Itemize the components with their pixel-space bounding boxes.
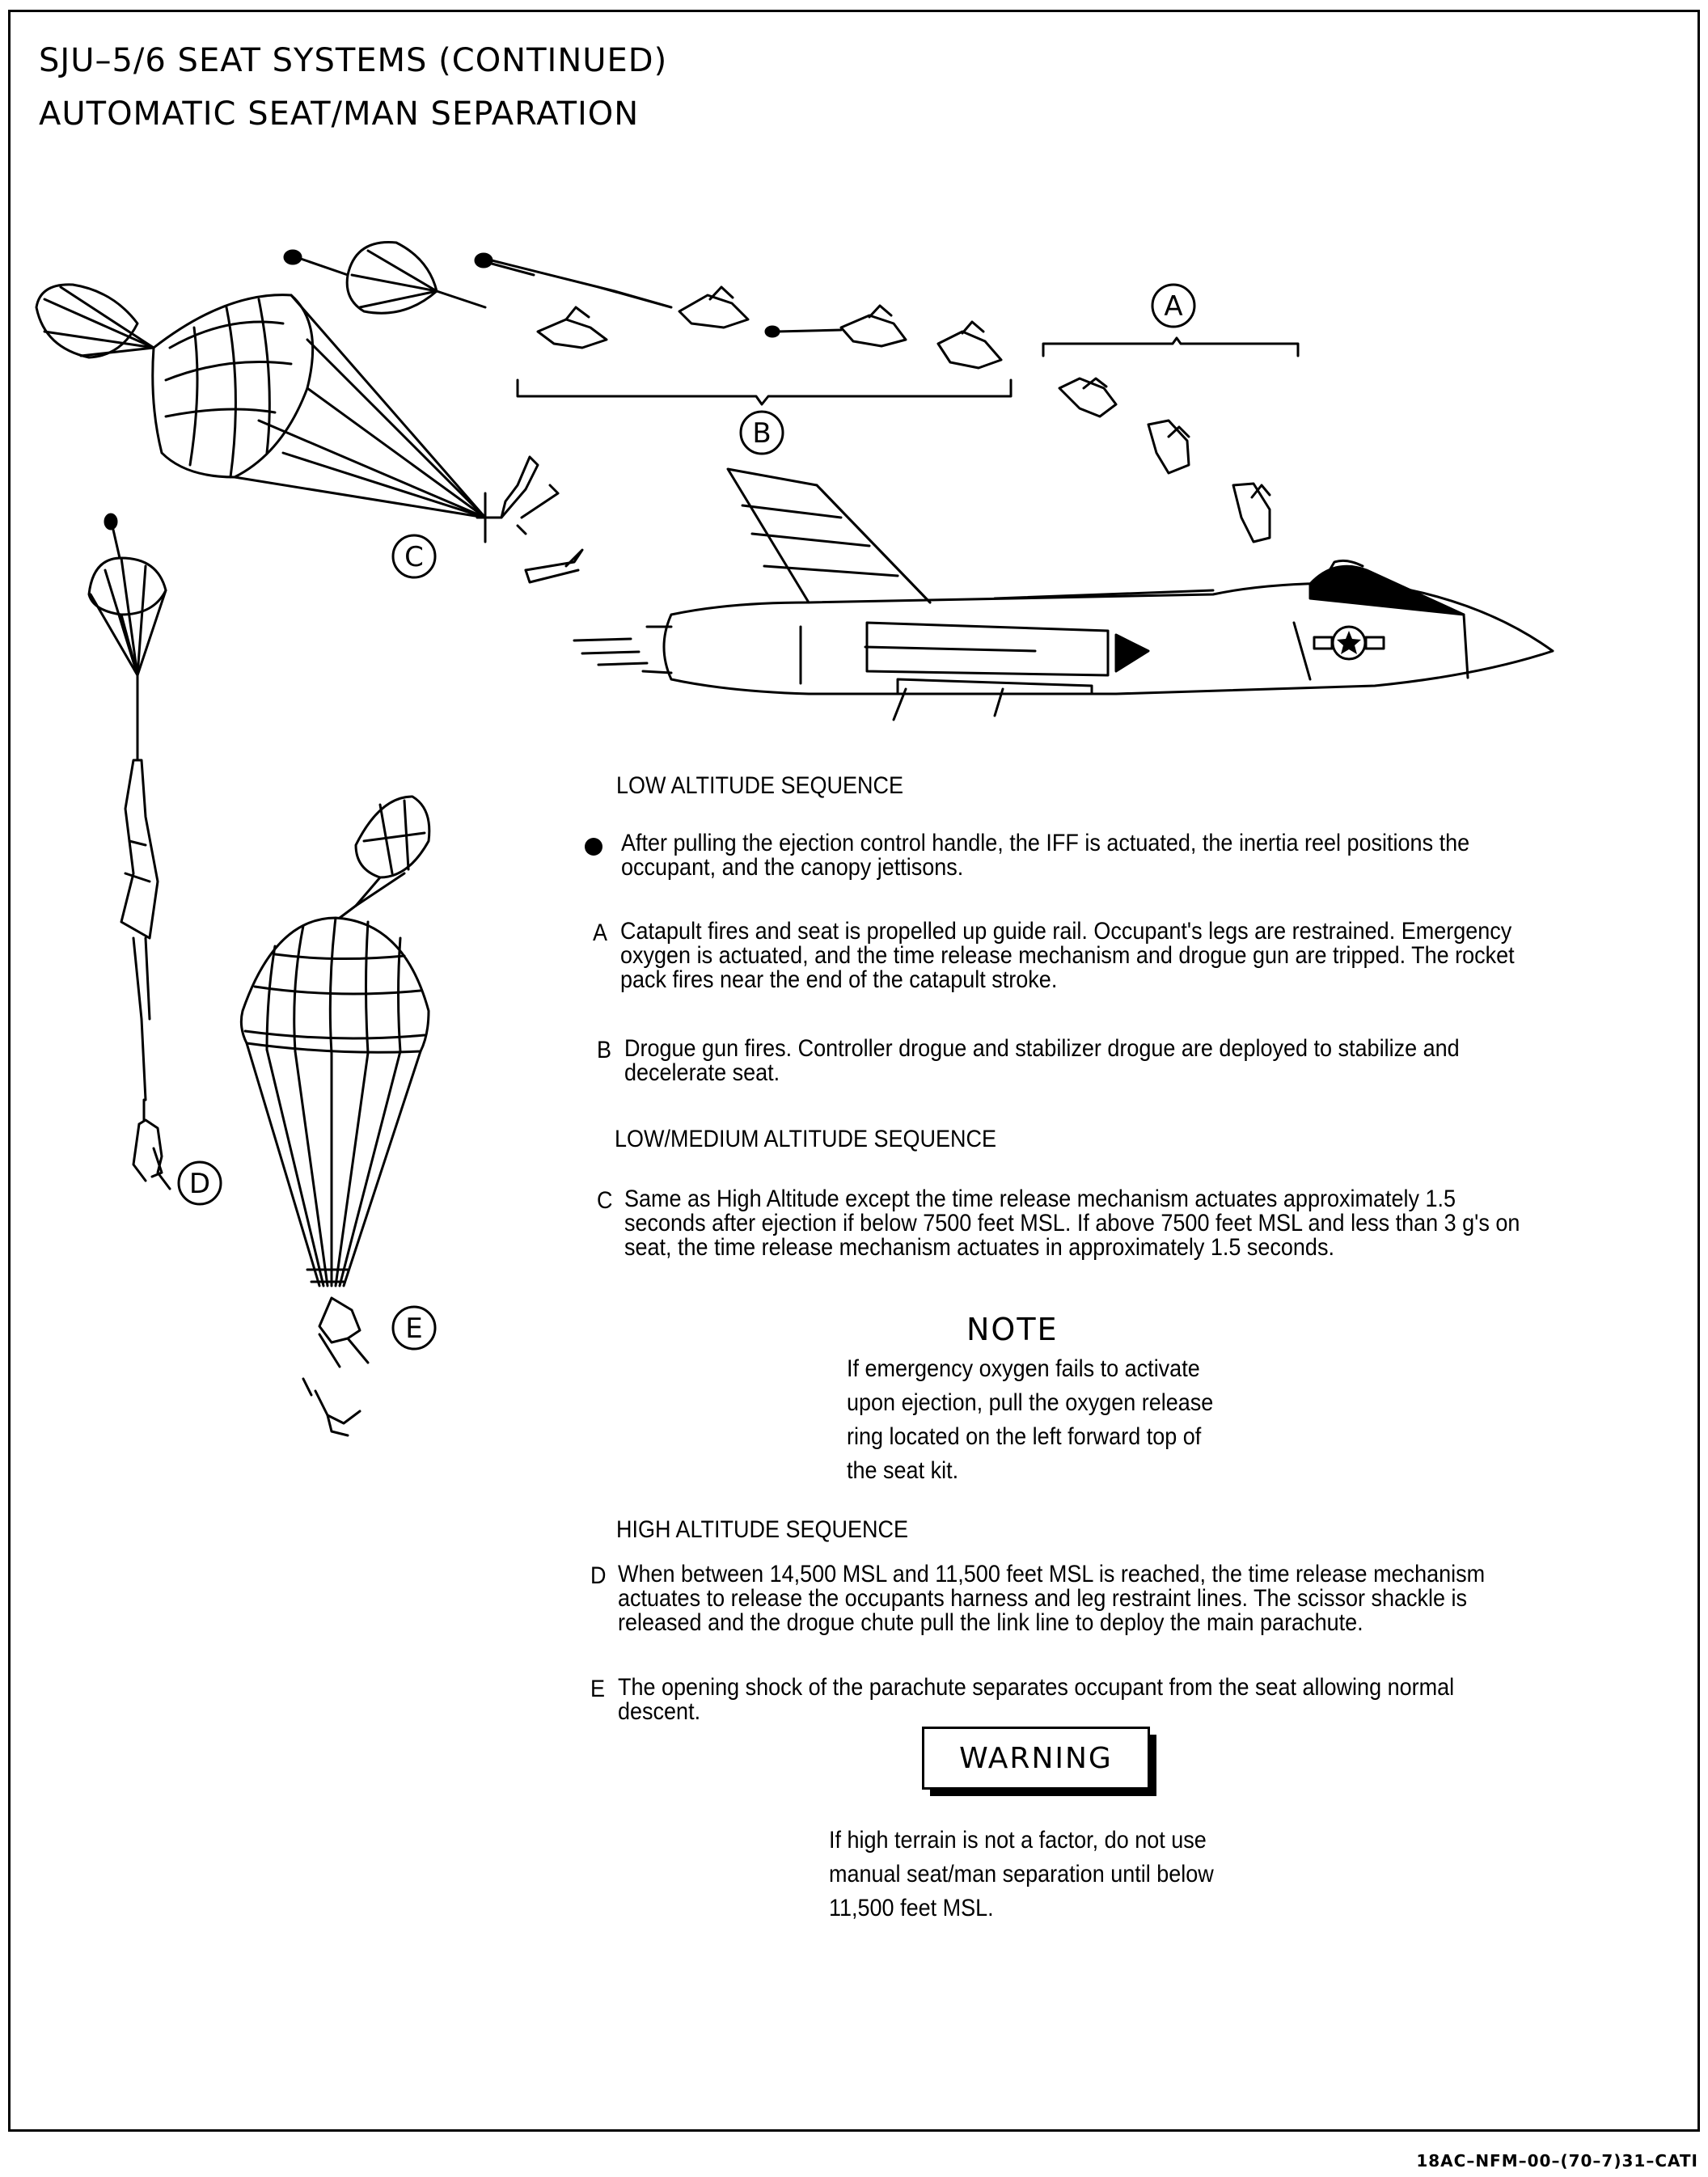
note-text: If emergency oxygen fails to activate up…	[847, 1352, 1225, 1488]
warning-heading: WARNING	[922, 1727, 1150, 1790]
item-c-text: Same as High Altitude except the time re…	[624, 1187, 1541, 1260]
figure-code: 18AC–NFM–00–(70–7)31–CATI	[1416, 2151, 1698, 2171]
d-high-altitude-descent	[89, 514, 170, 1189]
bullet-dot	[585, 838, 602, 856]
label-b: B	[752, 417, 771, 450]
sequence-brackets	[518, 338, 1298, 404]
sequence-b-seats	[485, 259, 1001, 368]
aircraft-drawing	[574, 469, 1553, 720]
high-altitude-heading: HIGH ALTITUDE SEQUENCE	[616, 1516, 908, 1544]
item-b-letter: B	[597, 1037, 611, 1064]
e-main-parachute-descent	[241, 797, 429, 1435]
item-a-letter: A	[593, 919, 607, 947]
warning-text: If high terrain is not a factor, do not …	[829, 1824, 1222, 1925]
bullet-text: After pulling the ejection control handl…	[621, 831, 1538, 880]
item-c-letter: C	[597, 1187, 613, 1215]
item-e-text: The opening shock of the parachute separ…	[618, 1676, 1535, 1724]
label-e: E	[405, 1313, 422, 1345]
label-a: A	[1164, 290, 1182, 323]
low-altitude-heading: LOW ALTITUDE SEQUENCE	[616, 772, 903, 800]
warning-box: WARNING	[922, 1727, 1156, 1796]
label-d: D	[189, 1168, 210, 1200]
note-heading: NOTE	[966, 1312, 1059, 1347]
item-e-letter: E	[590, 1676, 605, 1703]
label-c: C	[404, 541, 424, 573]
c-drogue-chute-assembly	[36, 285, 582, 582]
item-d-text: When between 14,500 MSL and 11,500 feet …	[618, 1562, 1535, 1635]
item-b-text: Drogue gun fires. Controller drogue and …	[624, 1037, 1541, 1085]
low-medium-altitude-heading: LOW/MEDIUM ALTITUDE SEQUENCE	[615, 1126, 996, 1153]
item-d-letter: D	[590, 1562, 607, 1590]
sequence-a-seats	[1059, 378, 1270, 542]
item-a-text: Catapult fires and seat is propelled up …	[620, 919, 1537, 992]
drogue-chutes	[285, 243, 534, 314]
